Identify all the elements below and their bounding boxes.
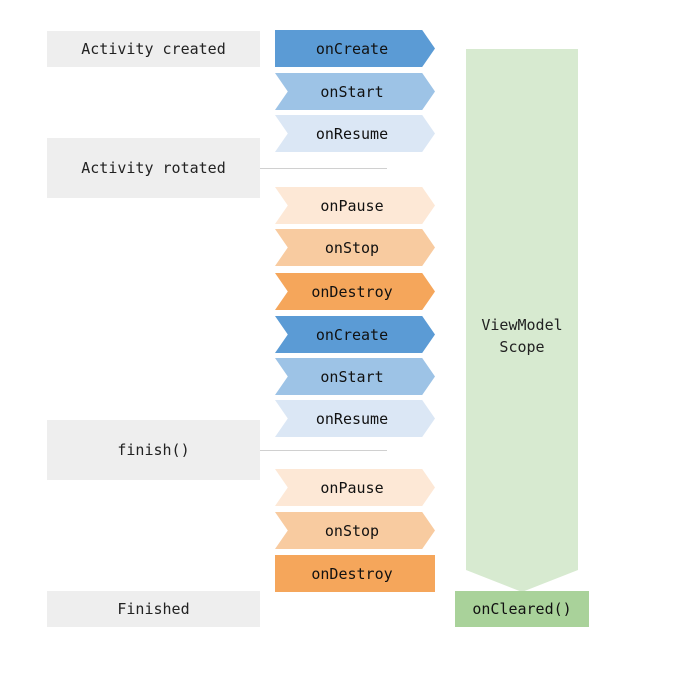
step-label: onCreate xyxy=(315,325,389,344)
step-label: onDestroy xyxy=(311,282,393,301)
step-label: onPause xyxy=(320,196,384,215)
step-label: onResume xyxy=(315,124,389,143)
step-oncreate-2: onCreate xyxy=(275,316,435,353)
step-label: onResume xyxy=(315,409,389,428)
rotation-divider xyxy=(260,168,387,169)
activity-created-label: Activity created xyxy=(47,31,260,67)
step-label: onDestroy xyxy=(311,564,393,583)
step-label: onCreate xyxy=(315,39,389,58)
step-onstop-1: onStop xyxy=(275,229,435,266)
activity-rotated-label: Activity rotated xyxy=(47,138,260,198)
step-onresume-1: onResume xyxy=(275,115,435,152)
step-onstart-1: onStart xyxy=(275,73,435,110)
oncleared-box: onCleared() xyxy=(455,591,589,627)
scope-line-1: ViewModel xyxy=(481,316,563,334)
viewmodel-scope-label: ViewModel Scope xyxy=(466,314,578,358)
step-label: onStart xyxy=(320,82,384,101)
finish-divider xyxy=(260,450,387,451)
step-label: onStop xyxy=(324,521,380,540)
step-onstart-2: onStart xyxy=(275,358,435,395)
step-label: onStart xyxy=(320,367,384,386)
step-onpause-2: onPause xyxy=(275,469,435,506)
step-ondestroy-2: onDestroy xyxy=(275,555,435,592)
step-label: onStop xyxy=(324,238,380,257)
step-ondestroy-1: onDestroy xyxy=(275,273,435,310)
step-onstop-2: onStop xyxy=(275,512,435,549)
step-onpause-1: onPause xyxy=(275,187,435,224)
step-oncreate-1: onCreate xyxy=(275,30,435,67)
finish-label: finish() xyxy=(47,420,260,480)
step-label: onPause xyxy=(320,478,384,497)
step-onresume-2: onResume xyxy=(275,400,435,437)
scope-line-2: Scope xyxy=(499,338,545,356)
finished-label: Finished xyxy=(47,591,260,627)
